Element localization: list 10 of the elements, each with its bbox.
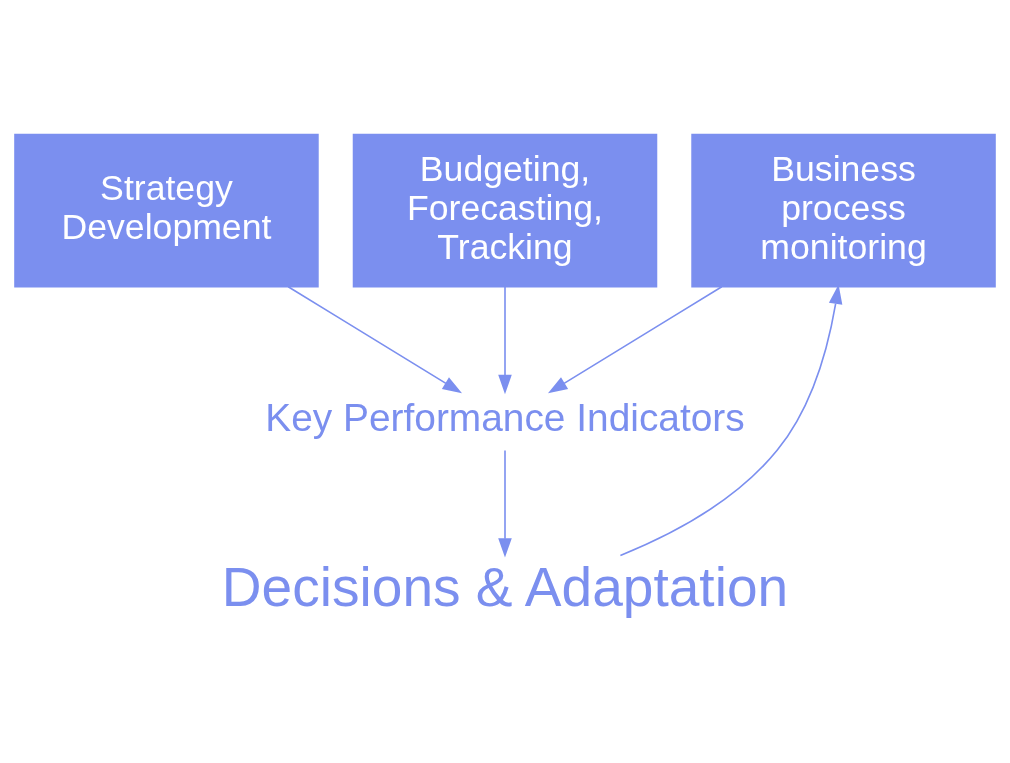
arrow (287, 286, 463, 394)
node-text: Decisions & Adaptation (221, 556, 789, 619)
node-text: Key Performance Indicators (265, 396, 745, 440)
arrow (619, 284, 843, 557)
arrow (547, 286, 723, 394)
node-box: Strategy Development (14, 133, 319, 288)
node-box: Business process monitoring (691, 133, 996, 288)
arrow (498, 286, 512, 395)
arrow (498, 449, 512, 558)
node-box: Budgeting, Forecasting, Tracking (352, 133, 658, 288)
